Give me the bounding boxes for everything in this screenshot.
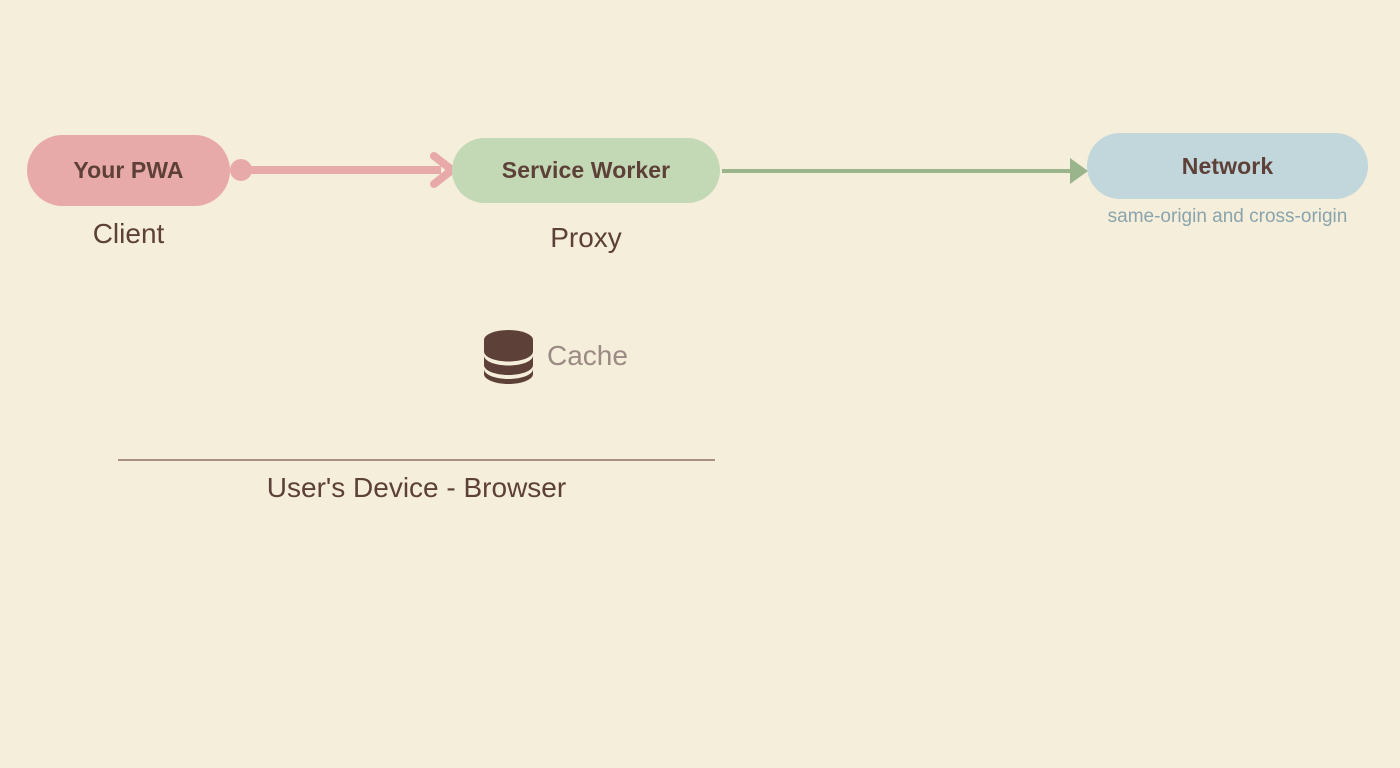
arrow-head-chevron-icon xyxy=(430,152,456,188)
arrow-start-dot-icon xyxy=(230,159,252,181)
node-service-worker-caption: Proxy xyxy=(550,222,622,253)
node-service-worker-label: Service Worker xyxy=(501,157,671,183)
cache-group[interactable]: Cache xyxy=(484,330,628,384)
browser-boundary-divider xyxy=(118,459,715,461)
node-service-worker[interactable]: Service Worker xyxy=(452,138,720,203)
arrow-service-worker-to-network xyxy=(722,158,1088,184)
node-network-caption: same-origin and cross-origin xyxy=(1107,206,1348,227)
node-network-label: Network xyxy=(1181,152,1274,179)
node-network[interactable]: Network xyxy=(1087,133,1368,199)
node-your-pwa-label: Your PWA xyxy=(73,157,184,183)
browser-boundary-label: User's Device - Browser xyxy=(266,472,567,503)
database-icon xyxy=(484,330,533,384)
cache-label: Cache xyxy=(547,340,628,371)
arrow-head-triangle-icon xyxy=(1070,158,1088,184)
node-your-pwa-caption: Client xyxy=(92,218,165,249)
node-your-pwa[interactable]: Your PWA xyxy=(27,135,230,206)
arrow-pwa-to-service-worker xyxy=(230,152,456,188)
